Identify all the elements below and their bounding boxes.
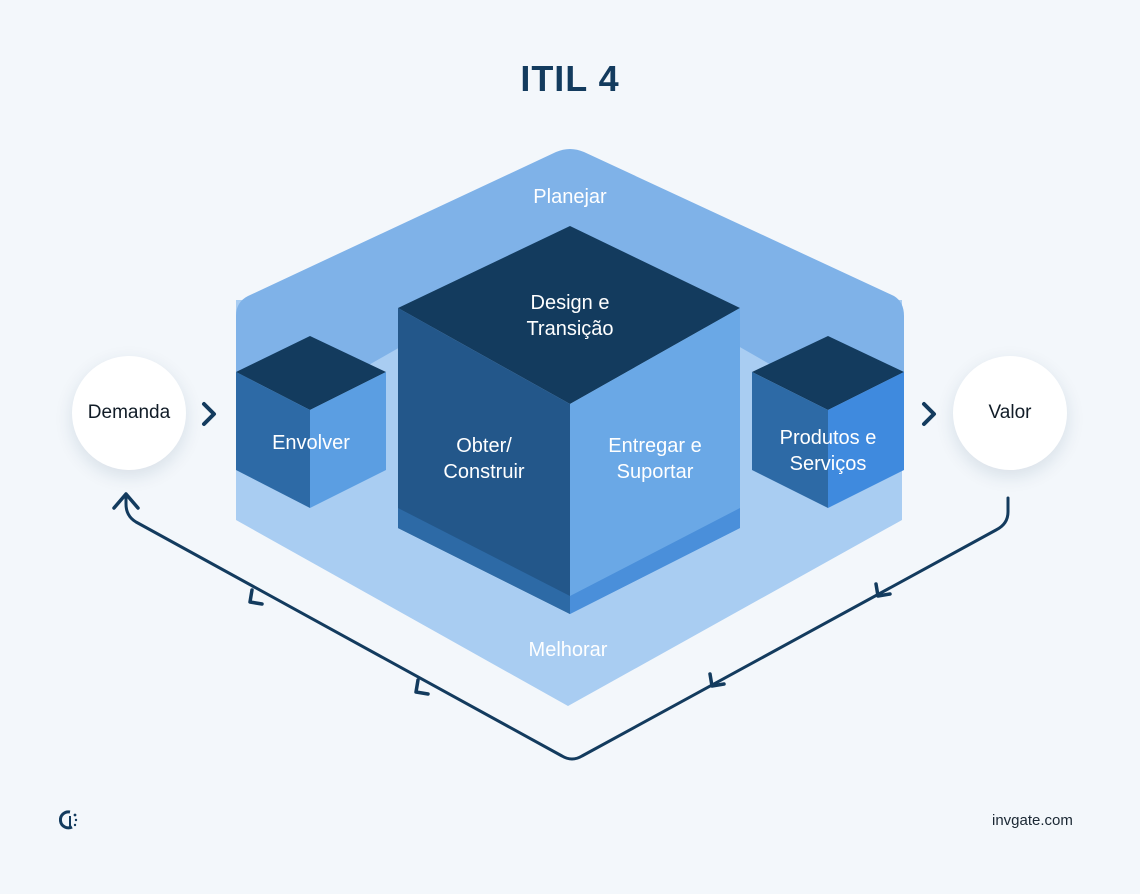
loop-chevron-icon	[874, 582, 892, 598]
loop-arrowhead-icon	[112, 492, 140, 510]
improve-label: Melhorar	[528, 639, 608, 661]
value-circle: Valor	[953, 356, 1067, 470]
chevron-right-icon	[922, 402, 936, 426]
demand-circle: Demanda	[72, 356, 186, 470]
products-cube	[752, 336, 904, 508]
design-transition-label: Design e Transição	[526, 292, 614, 340]
engage-label: Envolver	[272, 432, 350, 454]
chevron-right-icon	[202, 402, 216, 426]
page-title: ITIL 4	[520, 58, 620, 99]
deliver-support-label: Entregar e Suportar	[608, 435, 702, 483]
obtain-build-label: Obter/ Construir	[443, 435, 525, 483]
plan-label: Planejar	[533, 186, 607, 208]
loop-chevron-icon	[414, 678, 430, 696]
loop-chevron-icon	[708, 672, 726, 688]
feedback-loop-line	[124, 492, 1010, 761]
loop-chevron-icon	[248, 588, 264, 606]
invgate-logo-icon	[58, 810, 78, 830]
central-cube	[398, 226, 740, 614]
engage-cube	[236, 336, 386, 508]
products-services-label: Produtos e Serviços	[779, 427, 877, 475]
site-url: invgate.com	[992, 812, 1073, 829]
